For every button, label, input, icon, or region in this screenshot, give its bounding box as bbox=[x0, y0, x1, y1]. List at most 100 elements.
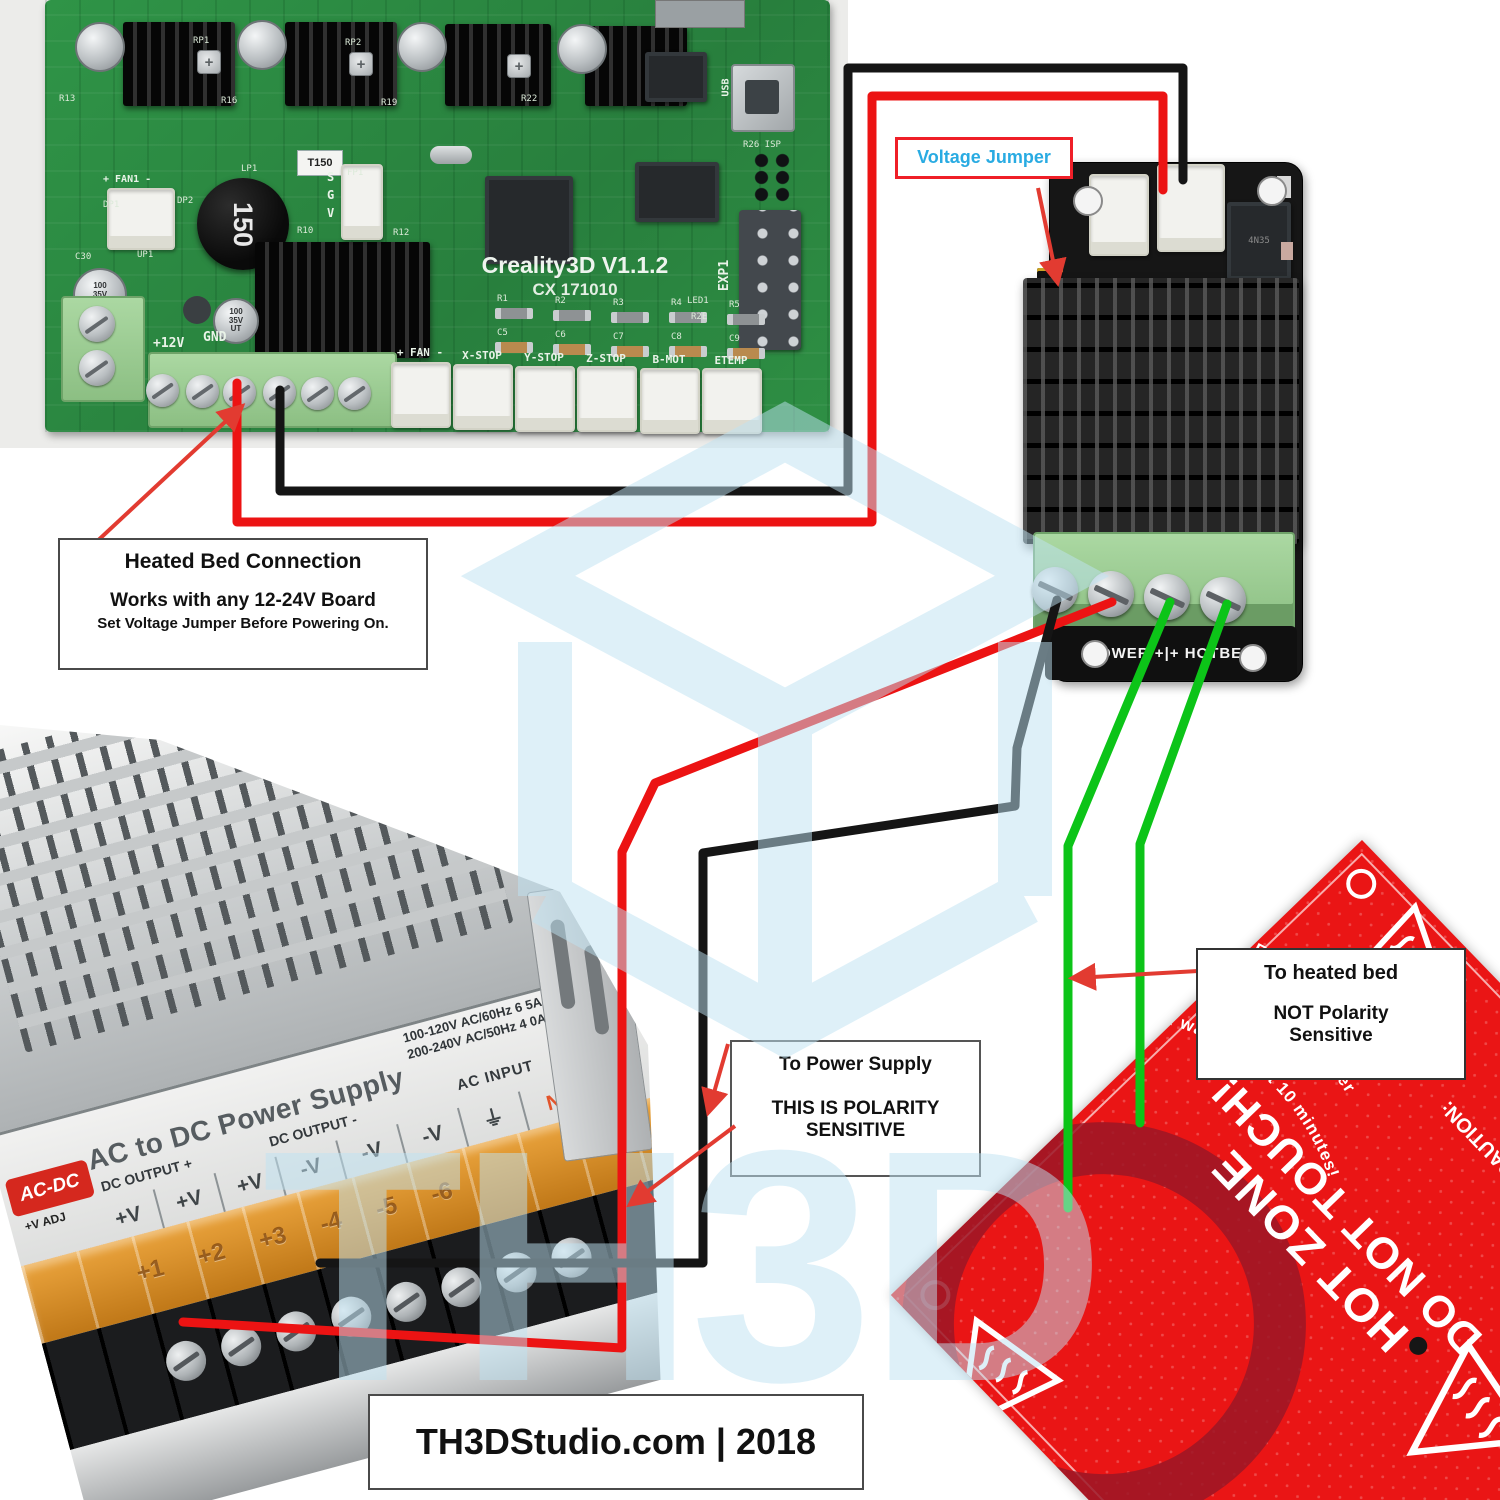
cover-number: +2 bbox=[194, 1237, 229, 1271]
hotbed-minus-screw bbox=[1200, 577, 1246, 623]
bmot-label: B-MOT bbox=[652, 353, 686, 366]
resistor bbox=[727, 314, 765, 325]
silk-micro: RP1 bbox=[193, 36, 210, 46]
cover-number: -6 bbox=[427, 1176, 456, 1209]
isp-header bbox=[751, 152, 793, 204]
inductor-value: 150 bbox=[228, 201, 259, 247]
callout-line: Set Voltage Jumper Before Powering On. bbox=[97, 615, 389, 632]
callout-title: To heated bed bbox=[1263, 962, 1399, 984]
callout-line: THIS IS POLARITY bbox=[771, 1098, 940, 1119]
bracket-slot bbox=[583, 944, 610, 1036]
callout-line: Works with any 12-24V Board bbox=[110, 590, 376, 611]
silk-micro: DP2 bbox=[177, 196, 194, 206]
silk-micro: RP2 bbox=[345, 38, 362, 48]
power-minus-screw bbox=[1032, 567, 1078, 613]
heatsink bbox=[285, 22, 397, 106]
silk-micro: DP1 bbox=[103, 200, 120, 210]
terminal-screw bbox=[338, 377, 371, 410]
c-label: C9 bbox=[729, 334, 740, 344]
silk-micro: R2E bbox=[691, 312, 708, 322]
mosfet-module: S GND 4N35 POWER +|+ HOTBED bbox=[1023, 150, 1305, 682]
capacitor bbox=[557, 24, 607, 74]
resistor bbox=[553, 310, 591, 321]
heat-warning-icon bbox=[1380, 1345, 1500, 1499]
capacitor bbox=[75, 22, 125, 72]
silk-micro: LED1 bbox=[687, 296, 709, 306]
hotbed-plus-screw bbox=[1144, 574, 1190, 620]
silk-micro: R16 bbox=[221, 96, 238, 106]
fan1-silk-label: + FAN1 - bbox=[103, 174, 152, 185]
mcu-chip bbox=[485, 176, 573, 264]
trimpot bbox=[349, 52, 373, 76]
zstop-connector bbox=[577, 366, 637, 432]
terminal-screw bbox=[186, 375, 219, 408]
callout-line: SENSITIVE bbox=[805, 1120, 906, 1141]
fan1-connector bbox=[107, 188, 175, 250]
callout-title: To Power Supply bbox=[779, 1054, 932, 1075]
capacitor bbox=[397, 22, 447, 72]
resistor bbox=[611, 312, 649, 323]
heated-bed: HOT ZONE DO NOT TOUCH! CAUTION: off the … bbox=[890, 840, 1500, 1500]
usb-port bbox=[731, 64, 795, 132]
callout-title: Heated Bed Connection bbox=[124, 550, 362, 573]
trimpot bbox=[507, 54, 531, 78]
heated-bed-connection-callout: Heated Bed Connection Works with any 12-… bbox=[58, 538, 428, 670]
psu-screw bbox=[216, 1321, 266, 1371]
arrow-to-power-supply-black bbox=[701, 1043, 730, 1117]
heatsink bbox=[255, 242, 430, 358]
silk-micro: R22 bbox=[521, 94, 538, 104]
r-label: R2 bbox=[555, 296, 566, 306]
usb-silk-label: USB bbox=[720, 78, 732, 97]
terminal-screw bbox=[79, 350, 115, 386]
cover-number: -4 bbox=[317, 1206, 345, 1239]
psu-screw bbox=[547, 1233, 597, 1283]
cover-number: +3 bbox=[255, 1221, 290, 1255]
trimpot bbox=[197, 50, 221, 74]
psu-screw bbox=[491, 1247, 541, 1297]
to-heated-bed-callout: To heated bed NOT Polarity Sensitive bbox=[1196, 948, 1466, 1080]
optocoupler-marking: 4N35 bbox=[1248, 236, 1270, 246]
mosfet-terminal-label: POWER +|+ HOTBED bbox=[1087, 644, 1255, 662]
ftdi-chip bbox=[635, 162, 719, 222]
plus12v-silk-label: +12V bbox=[153, 336, 185, 351]
terminal-screw bbox=[146, 374, 179, 407]
cover-number: -5 bbox=[372, 1191, 401, 1224]
bed-silkscreen-art: off the heatbed and wait at least 10 min… bbox=[891, 863, 1500, 1500]
watermark-cube-top bbox=[460, 401, 1110, 749]
psu-screw bbox=[161, 1336, 211, 1386]
mounting-hole bbox=[1073, 186, 1103, 216]
etemp-connector bbox=[702, 368, 762, 434]
silk-micro: LP1 bbox=[241, 164, 258, 174]
callout-line: NOT Polarity bbox=[1273, 1003, 1389, 1024]
power-terminal-block bbox=[146, 352, 397, 428]
isp-silk-label: R26 ISP bbox=[743, 140, 781, 150]
psu-vent-grid bbox=[0, 725, 514, 1053]
cover-number: +1 bbox=[133, 1254, 167, 1288]
sgv-silk-label: S G V bbox=[327, 170, 335, 220]
mounting-hole bbox=[1081, 640, 1109, 668]
r-label: R4 bbox=[671, 298, 682, 308]
silk-micro: R19 bbox=[381, 98, 398, 108]
psu-screw bbox=[271, 1306, 321, 1356]
bracket-slot bbox=[549, 918, 577, 1010]
to-power-supply-callout: To Power Supply THIS IS POLARITY SENSITI… bbox=[730, 1040, 981, 1177]
r-label: R5 bbox=[729, 300, 740, 310]
signal-connector bbox=[1089, 174, 1149, 256]
c-label: C5 bbox=[497, 328, 508, 338]
silk-micro: FP1 bbox=[347, 168, 364, 178]
terminal-screw bbox=[79, 306, 115, 342]
zstop-label: Z-STOP bbox=[586, 352, 626, 365]
resistor bbox=[495, 308, 533, 319]
screw-terminal-2pin bbox=[61, 296, 145, 402]
footer-credit: TH3DStudio.com | 2018 bbox=[368, 1394, 864, 1490]
psu-screw bbox=[381, 1277, 431, 1327]
capacitor-small bbox=[183, 296, 211, 324]
psu-acdc-badge: AC-DC bbox=[4, 1159, 96, 1218]
terminal-screw-gnd bbox=[263, 376, 296, 409]
mounting-hole bbox=[1239, 644, 1267, 672]
crystal-oscillator bbox=[430, 146, 472, 164]
r-label: R1 bbox=[497, 294, 508, 304]
power-in-connector bbox=[1157, 164, 1225, 252]
xstop-connector bbox=[453, 364, 513, 430]
